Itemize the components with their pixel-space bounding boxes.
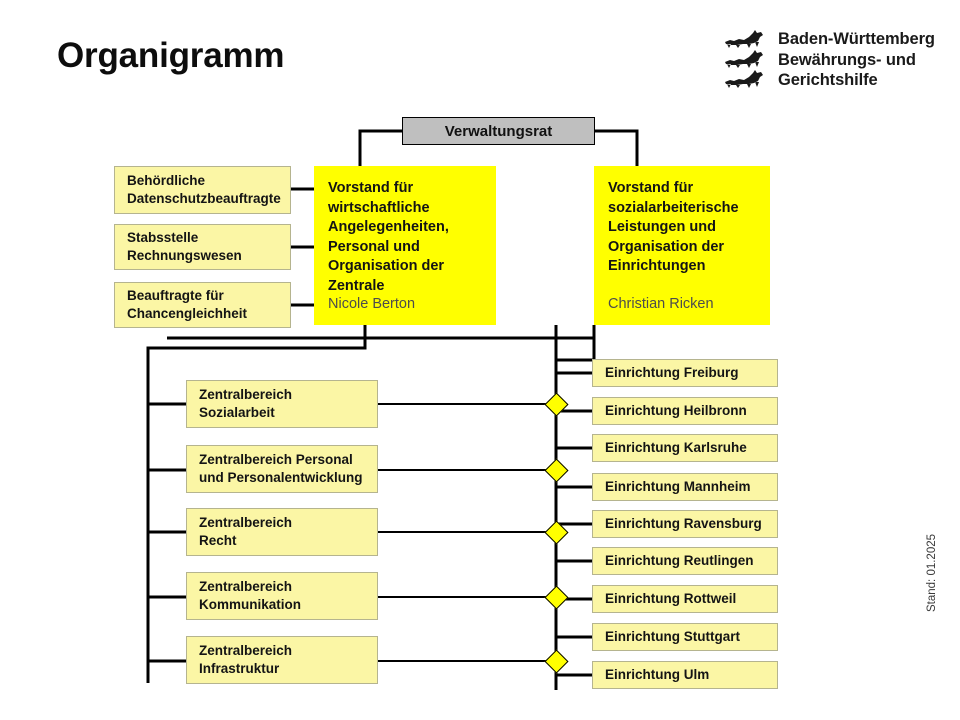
node-zentralbereich-infrastruktur[interactable]: Zentralbereich Infrastruktur [186,636,378,684]
logo: Baden-Württemberg Bewährungs- und Gerich… [722,29,935,91]
node-einrichtung-heilbronn[interactable]: Einrichtung Heilbronn [592,397,778,425]
node-zentralbereich-recht[interactable]: Zentralbereich Recht [186,508,378,556]
node-zentralbereich-recht-label: Zentralbereich Recht [199,515,293,548]
node-staff-datenschutz[interactable]: Behördliche Datenschutzbeauftragte [114,166,291,214]
node-zentralbereich-sozialarbeit-label: Zentralbereich Sozialarbeit [199,387,293,420]
node-einrichtung-mannheim-label: Einrichtung Mannheim [605,479,751,494]
node-staff-chancengleichheit[interactable]: Beauftragte für Chancengleichheit [114,282,291,328]
node-zentralbereich-personal[interactable]: Zentralbereich Personal und Personalentw… [186,445,378,493]
page-title: Organigramm [57,36,285,75]
node-einrichtung-karlsruhe[interactable]: Einrichtung Karlsruhe [592,434,778,462]
node-einrichtung-rottweil-label: Einrichtung Rottweil [605,591,737,606]
node-verwaltungsrat[interactable]: Verwaltungsrat [402,117,595,145]
node-vorstand-wirtschaft[interactable]: Vorstand für wirtschaftliche Angelegenhe… [314,166,496,325]
node-einrichtung-stuttgart-label: Einrichtung Stuttgart [605,629,740,644]
node-einrichtung-ulm-label: Einrichtung Ulm [605,667,710,682]
node-staff-rechnungswesen[interactable]: Stabsstelle Rechnungswesen [114,224,291,270]
node-staff-chancengleichheit-label: Beauftragte für Chancengleichheit [127,288,248,321]
diamond-marker-3 [544,520,569,545]
node-vorstand-sozial-title: Vorstand für sozialarbeiterische Leistun… [608,180,739,274]
node-staff-rechnungswesen-label: Stabsstelle Rechnungswesen [127,230,242,263]
node-vorstand-wirtschaft-person: Nicole Berton [328,296,416,312]
node-einrichtung-freiburg-label: Einrichtung Freiburg [605,365,739,380]
logo-line-2: Bewährungs- und [778,50,916,69]
node-einrichtung-ravensburg-label: Einrichtung Ravensburg [605,516,762,531]
diamond-marker-5 [544,649,569,674]
node-einrichtung-mannheim[interactable]: Einrichtung Mannheim [592,473,778,501]
node-einrichtung-rottweil[interactable]: Einrichtung Rottweil [592,585,778,613]
node-einrichtung-freiburg[interactable]: Einrichtung Freiburg [592,359,778,387]
diamond-marker-4 [544,585,569,610]
node-zentralbereich-kommunikation[interactable]: Zentralbereich Kommunikation [186,572,378,620]
node-zentralbereich-infrastruktur-label: Zentralbereich Infrastruktur [199,643,293,676]
node-einrichtung-heilbronn-label: Einrichtung Heilbronn [605,403,747,418]
node-vorstand-sozial[interactable]: Vorstand für sozialarbeiterische Leistun… [594,166,770,325]
node-zentralbereich-personal-label: Zentralbereich Personal und Personalentw… [199,452,363,485]
node-einrichtung-ravensburg[interactable]: Einrichtung Ravensburg [592,510,778,538]
node-einrichtung-reutlingen-label: Einrichtung Reutlingen [605,553,754,568]
logo-line-3: Gerichtshilfe [778,71,878,89]
node-einrichtung-stuttgart[interactable]: Einrichtung Stuttgart [592,623,778,651]
node-vorstand-sozial-person: Christian Ricken [608,296,714,312]
diamond-marker-1 [544,392,569,417]
node-einrichtung-karlsruhe-label: Einrichtung Karlsruhe [605,440,747,455]
diamond-marker-2 [544,458,569,483]
node-einrichtung-reutlingen[interactable]: Einrichtung Reutlingen [592,547,778,575]
node-staff-datenschutz-label: Behördliche Datenschutzbeauftragte [127,173,281,206]
logo-line-1: Baden-Württemberg [778,30,935,48]
node-verwaltungsrat-label: Verwaltungsrat [444,122,553,140]
three-lions-icon [722,29,766,88]
node-einrichtung-ulm[interactable]: Einrichtung Ulm [592,661,778,689]
node-vorstand-wirtschaft-title: Vorstand für wirtschaftliche Angelegenhe… [328,180,449,294]
stand-note: Stand: 01.2025 [926,533,938,612]
node-zentralbereich-kommunikation-label: Zentralbereich Kommunikation [199,579,302,612]
node-zentralbereich-sozialarbeit[interactable]: Zentralbereich Sozialarbeit [186,380,378,428]
